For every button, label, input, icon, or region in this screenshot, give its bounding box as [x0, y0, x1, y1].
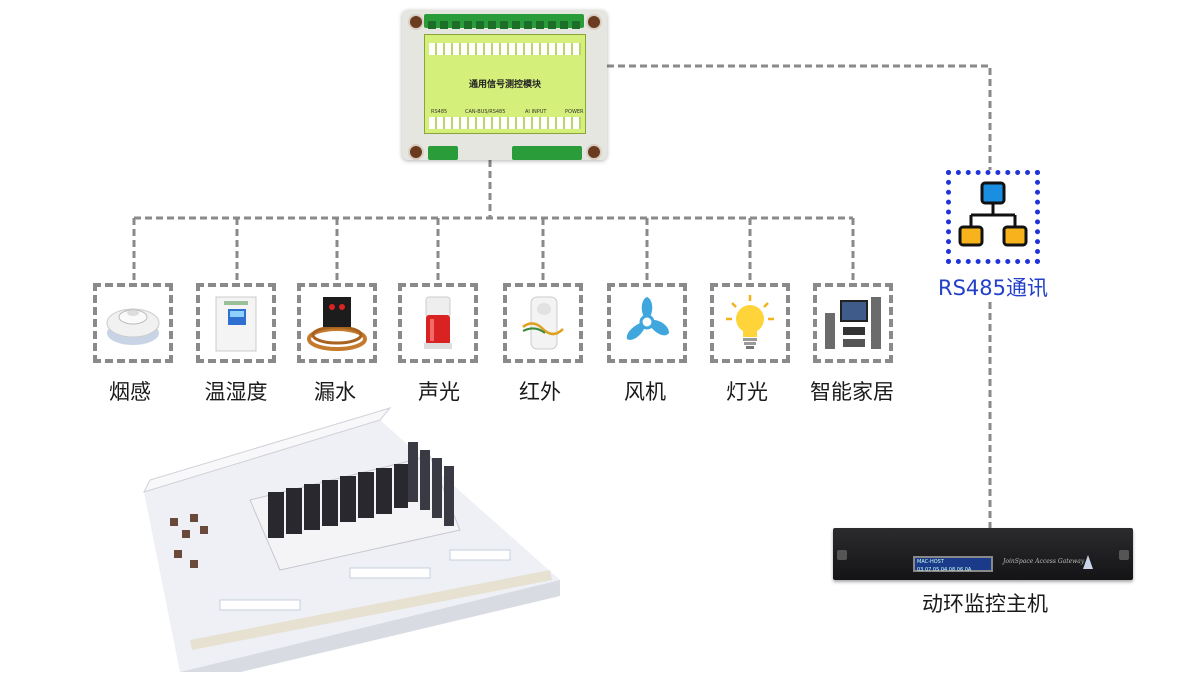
module-faceplate: 通用信号测控模块 RS485 CAN-BUS/RS485 AI INPUT PO… [424, 34, 586, 134]
host-label: 动环监控主机 [922, 592, 1048, 616]
bottom-terminal-block [428, 146, 458, 160]
fan-icon [626, 297, 669, 340]
light-bulb-icon [726, 295, 774, 349]
device-card-leak [297, 283, 377, 363]
bottom-terminal-block [512, 146, 582, 160]
module-port-label: AI INPUT [525, 109, 547, 115]
water-leak-sensor-icon [307, 297, 367, 351]
pin-labels-top [429, 43, 581, 55]
device-label-infrared: 红外 [519, 380, 561, 404]
device-label-smoke: 烟感 [109, 380, 151, 404]
data-center-floorplan-illustration [143, 407, 560, 672]
device-label-thermo: 温湿度 [204, 380, 268, 404]
host-brand-text: JoinSpace Access Gateway [1003, 558, 1085, 565]
device-label-alarm: 声光 [418, 380, 460, 404]
alarm-light-icon [424, 296, 452, 349]
device-card-smarthome [813, 283, 893, 363]
mount-hole-icon [586, 144, 602, 160]
device-label-smarthome: 智能家居 [810, 380, 894, 404]
module-title: 通用信号测控模块 [468, 80, 541, 90]
device-label-leak: 漏水 [314, 380, 356, 404]
device-card-infrared [503, 283, 583, 363]
mount-hole-icon [586, 14, 602, 30]
monitoring-host-device: MAC-HOST 03 07 05 04 08 06 0A JoinSpace … [833, 528, 1133, 580]
rack-ear-icon [1119, 550, 1129, 560]
rs485-label: RS485通讯 [937, 276, 1048, 300]
pin-labels-bottom [429, 117, 581, 129]
rack-ear-icon [837, 550, 847, 560]
device-card-smoke [93, 283, 173, 363]
module-port-label: CAN-BUS/RS485 [465, 109, 506, 115]
mount-hole-icon [408, 144, 424, 160]
module-port-label: RS485 [431, 109, 448, 115]
mount-hole-icon [408, 14, 424, 30]
network-topology-icon [958, 181, 1028, 247]
module-port-label: POWER [565, 109, 584, 115]
device-card-fan [607, 283, 687, 363]
smoke-detector-icon [106, 308, 160, 345]
signal-control-module: 通用信号测控模块 RS485 CAN-BUS/RS485 AI INPUT PO… [402, 10, 607, 160]
host-logo-icon [1083, 555, 1093, 569]
thermo-hygrometer-icon [215, 296, 257, 352]
module-to-network-wire [607, 64, 992, 170]
infrared-sensor-icon [522, 296, 564, 350]
device-card-light [710, 283, 790, 363]
host-lcd-display: MAC-HOST 03 07 05 04 08 06 0A [913, 556, 993, 573]
device-label-light: 灯光 [726, 380, 768, 404]
smart-home-icon [825, 297, 881, 349]
device-label-fan: 风机 [624, 380, 666, 404]
rs485-network-box [946, 170, 1040, 264]
device-card-alarm [398, 283, 478, 363]
top-terminal-block [424, 14, 584, 29]
device-card-thermo [196, 283, 276, 363]
